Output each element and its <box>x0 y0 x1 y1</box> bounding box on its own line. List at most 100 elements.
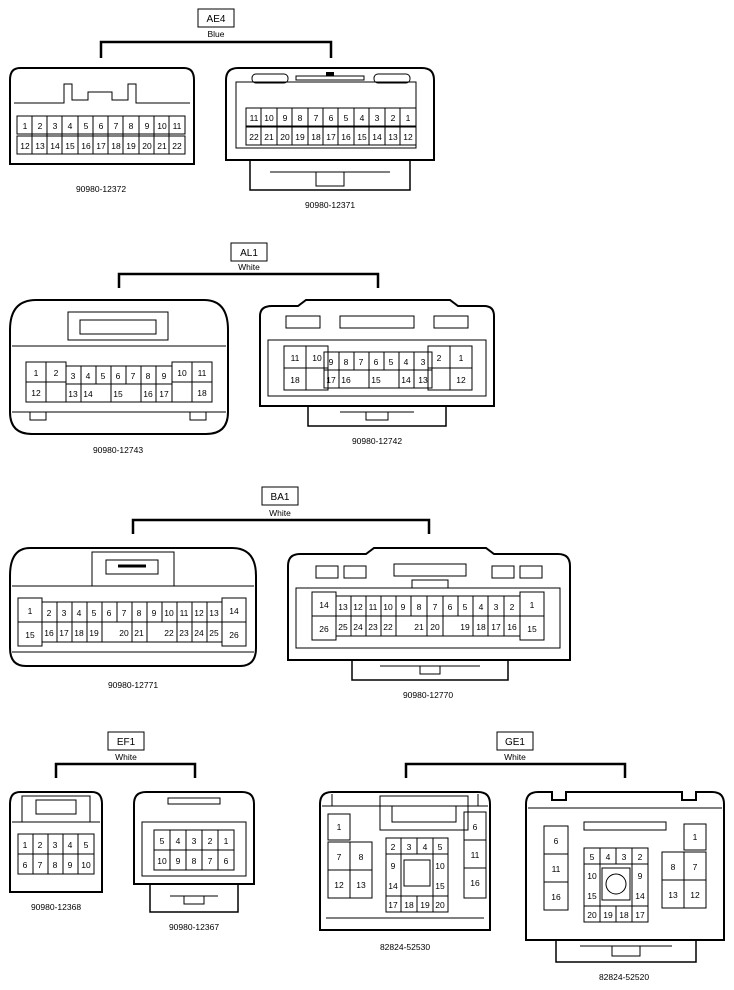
pin-label: 10 <box>435 861 445 871</box>
pin-label: 15 <box>113 389 123 399</box>
pin-label: 18 <box>311 132 321 142</box>
pin-label: 4 <box>606 852 611 862</box>
pin-label: 12 <box>456 375 466 385</box>
pin-label: 13 <box>668 890 678 900</box>
connector-90980-12372: 1 2 3 4 5 6 7 8 9 10 11 12 13 14 <box>9 67 195 194</box>
pin-label: 6 <box>554 836 559 846</box>
pin-label: 8 <box>671 862 676 872</box>
pin-label: 22 <box>172 141 182 151</box>
pin-label: 1 <box>224 836 229 846</box>
pin-label: 8 <box>298 113 303 123</box>
pin-label: 3 <box>62 608 67 618</box>
pin-label: 13 <box>356 880 366 890</box>
pin-label: 5 <box>84 121 89 131</box>
pin-label: 12 <box>31 388 41 398</box>
pin-label: 12 <box>403 132 413 142</box>
pin-label: 20 <box>435 900 445 910</box>
pin-label: 14 <box>50 141 60 151</box>
pin-label: 21 <box>414 622 424 632</box>
pin-label: 14 <box>372 132 382 142</box>
pin-label: 8 <box>129 121 134 131</box>
pin-label: 14 <box>319 600 329 610</box>
pin-label: 3 <box>407 842 412 852</box>
connector-82824-52530: 1 7 8 12 13 2 3 4 5 9 10 14 15 <box>319 791 491 952</box>
pin-label: 2 <box>38 121 43 131</box>
pin-label: 5 <box>92 608 97 618</box>
pin-label: 16 <box>341 132 351 142</box>
pin-label: 14 <box>635 891 645 901</box>
group-color: White <box>238 262 260 272</box>
pin-label: 7 <box>38 860 43 870</box>
pin-label: 5 <box>344 113 349 123</box>
pin-label: 8 <box>192 856 197 866</box>
pin-label: 1 <box>459 353 464 363</box>
pin-label: 6 <box>116 371 121 381</box>
pin-label: 6 <box>107 608 112 618</box>
pin-label: 3 <box>53 840 58 850</box>
pin-label: 22 <box>164 628 174 638</box>
pin-label: 14 <box>388 881 398 891</box>
cavity-grid: 1 2 3 4 5 6 7 8 9 10 11 12 13 14 <box>16 115 186 155</box>
pin-label: 6 <box>473 822 478 832</box>
pin-label: 15 <box>371 375 381 385</box>
group-color: White <box>269 508 291 518</box>
pin-label: 7 <box>114 121 119 131</box>
pin-label: 7 <box>131 371 136 381</box>
pin-label: 3 <box>421 357 426 367</box>
pin-label: 12 <box>334 880 344 890</box>
pin-label: 16 <box>470 878 480 888</box>
pin-label: 5 <box>463 602 468 612</box>
pin-label: 19 <box>295 132 305 142</box>
pin-label: 14 <box>401 375 411 385</box>
pin-label: 13 <box>68 389 78 399</box>
pin-label: 5 <box>389 357 394 367</box>
part-number: 90980-12368 <box>31 902 81 912</box>
pin-label: 18 <box>619 910 629 920</box>
pin-label: 15 <box>435 881 445 891</box>
connector-82824-52520: 6 11 16 5 4 3 2 10 9 15 14 20 19 18 17 <box>525 791 725 982</box>
pin-label: 13 <box>35 141 45 151</box>
pin-label: 7 <box>208 856 213 866</box>
pin-label: 8 <box>146 371 151 381</box>
pin-label: 19 <box>89 628 99 638</box>
connector-90980-12371: 11 10 9 8 7 6 5 4 3 2 1 22 21 20 19 18 1… <box>225 67 435 210</box>
pin-label: 2 <box>510 602 515 612</box>
group-label: AL1 <box>240 248 258 259</box>
pin-label: 6 <box>374 357 379 367</box>
pin-label: 17 <box>59 628 69 638</box>
pin-label: 21 <box>157 141 167 151</box>
part-number: 82824-52530 <box>380 942 430 952</box>
pin-label: 15 <box>587 891 597 901</box>
group-label: GE1 <box>505 737 525 748</box>
pin-label: 5 <box>84 840 89 850</box>
pin-label: 12 <box>690 890 700 900</box>
pin-label: 1 <box>28 606 33 616</box>
pin-label: 7 <box>693 862 698 872</box>
pin-label: 3 <box>375 113 380 123</box>
pin-label: 2 <box>638 852 643 862</box>
pin-label: 11 <box>369 602 378 612</box>
pin-label: 5 <box>590 852 595 862</box>
pin-label: 7 <box>359 357 364 367</box>
pin-label: 5 <box>160 836 165 846</box>
connector-90980-12743: 1 2 12 3 4 5 6 7 8 9 13 14 15 16 17 <box>9 299 229 455</box>
pin-label: 7 <box>314 113 319 123</box>
pin-label: 13 <box>209 608 219 618</box>
pin-label: 4 <box>423 842 428 852</box>
part-number: 90980-12771 <box>108 680 158 690</box>
pin-label: 8 <box>137 608 142 618</box>
pin-label: 2 <box>391 842 396 852</box>
pin-label: 18 <box>111 141 121 151</box>
pin-label: 2 <box>391 113 396 123</box>
group-label: EF1 <box>117 737 136 748</box>
pin-label: 2 <box>38 840 43 850</box>
pin-label: 6 <box>329 113 334 123</box>
pin-label: 13 <box>388 132 398 142</box>
pin-label: 11 <box>173 121 182 131</box>
group-ba1: BA1 White 1 15 2 3 4 5 6 <box>9 486 571 700</box>
pin-label: 11 <box>471 850 480 860</box>
pin-label: 16 <box>143 389 153 399</box>
pin-label: 19 <box>460 622 470 632</box>
pin-label: 11 <box>250 113 259 123</box>
pin-label: 4 <box>360 113 365 123</box>
